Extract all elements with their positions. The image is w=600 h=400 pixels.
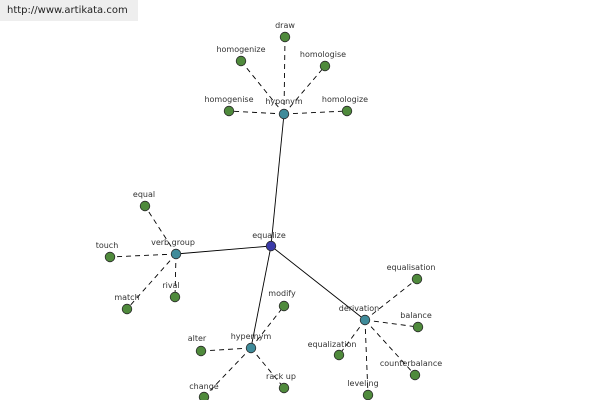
word-label-change: change: [189, 382, 219, 391]
edge-rel-verb-group-to-equal: [144, 205, 177, 255]
edge-rel-hyponym-top-to-homogenize: [240, 60, 285, 115]
word-node-match[interactable]: [121, 303, 133, 315]
word-node-equal[interactable]: [139, 200, 151, 212]
word-label-match: match: [114, 293, 139, 302]
edge-rel-derivation-to-leveling: [364, 319, 369, 396]
word-node-equalisation[interactable]: [411, 273, 423, 285]
word-label-balance: balance: [400, 311, 432, 320]
word-node-equalization[interactable]: [333, 349, 345, 361]
relation-node-rel-hyponym-top[interactable]: [278, 108, 290, 120]
edge-rel-derivation-to-equalisation: [364, 278, 418, 321]
word-node-balance[interactable]: [412, 321, 424, 333]
word-node-homologize[interactable]: [341, 105, 353, 117]
word-node-change[interactable]: [198, 391, 210, 400]
word-label-draw: draw: [275, 21, 295, 30]
word-label-touch: touch: [96, 241, 119, 250]
relation-label-rel-hypernym: hypernym: [231, 332, 272, 341]
edge-center-to-rel-derivation: [270, 245, 366, 321]
word-node-rack-up[interactable]: [278, 382, 290, 394]
word-node-rival[interactable]: [169, 291, 181, 303]
relation-label-rel-hyponym-top: hyponym: [265, 97, 303, 106]
relation-node-rel-verb-group[interactable]: [170, 248, 182, 260]
word-node-leveling[interactable]: [362, 389, 374, 400]
edge-rel-hypernym-to-alter: [200, 347, 252, 352]
edge-rel-hyponym-top-to-draw: [283, 36, 286, 115]
edge-rel-hypernym-to-change: [203, 347, 252, 398]
word-node-homogenize[interactable]: [235, 55, 247, 67]
edge-rel-hyponym-top-to-homologise: [283, 65, 326, 115]
edge-rel-derivation-to-counterbalance: [364, 319, 416, 376]
word-node-homogenise[interactable]: [223, 105, 235, 117]
edge-center-to-rel-hypernym: [250, 245, 272, 349]
relation-label-rel-verb-group: verb group: [151, 238, 195, 247]
word-label-counterbalance: counterbalance: [380, 359, 442, 368]
relation-label-rel-derivation: derivation: [339, 304, 379, 313]
center-label: equalize: [252, 231, 286, 240]
word-label-homogenize: homogenize: [216, 45, 265, 54]
word-label-homologize: homologize: [322, 95, 368, 104]
edge-rel-verb-group-to-rival: [174, 253, 177, 298]
edge-center-to-rel-hyponym-top: [270, 113, 285, 247]
word-label-rival: rival: [162, 281, 179, 290]
word-label-homogenise: homogenise: [204, 95, 253, 104]
edge-rel-verb-group-to-touch: [109, 253, 177, 258]
word-label-homologise: homologise: [300, 50, 346, 59]
edge-rel-derivation-to-equalization: [338, 319, 366, 356]
node-layer: draw homogenize homologise homogenise homolo…: [96, 21, 442, 400]
edge-layer: [109, 36, 419, 398]
word-label-rack-up: rack up: [266, 372, 296, 381]
word-label-modify: modify: [268, 289, 296, 298]
word-label-equal: equal: [133, 190, 155, 199]
edge-rel-hypernym-to-rack-up: [250, 347, 285, 389]
relation-node-rel-derivation[interactable]: [359, 314, 371, 326]
word-node-touch[interactable]: [104, 251, 116, 263]
edge-rel-hyponym-top-to-homologize: [283, 110, 348, 115]
word-node-modify[interactable]: [278, 300, 290, 312]
site-url-banner[interactable]: http://www.artikata.com: [0, 0, 138, 21]
word-node-homologise[interactable]: [319, 60, 331, 72]
word-label-leveling: leveling: [347, 379, 378, 388]
edge-center-to-rel-verb-group: [175, 245, 272, 255]
edge-rel-hyponym-top-to-homogenise: [228, 110, 285, 115]
relation-node-rel-hypernym[interactable]: [245, 342, 257, 354]
word-node-counterbalance[interactable]: [409, 369, 421, 381]
word-node-alter[interactable]: [195, 345, 207, 357]
word-label-alter: alter: [188, 334, 207, 343]
edge-rel-hypernym-to-modify: [250, 305, 285, 349]
word-label-equalisation: equalisation: [387, 263, 436, 272]
word-label-equalization: equalization: [308, 340, 357, 349]
edge-rel-derivation-to-balance: [364, 319, 419, 328]
word-node-draw[interactable]: [279, 31, 291, 43]
edge-rel-verb-group-to-match: [126, 253, 177, 310]
center-node[interactable]: [265, 240, 277, 252]
